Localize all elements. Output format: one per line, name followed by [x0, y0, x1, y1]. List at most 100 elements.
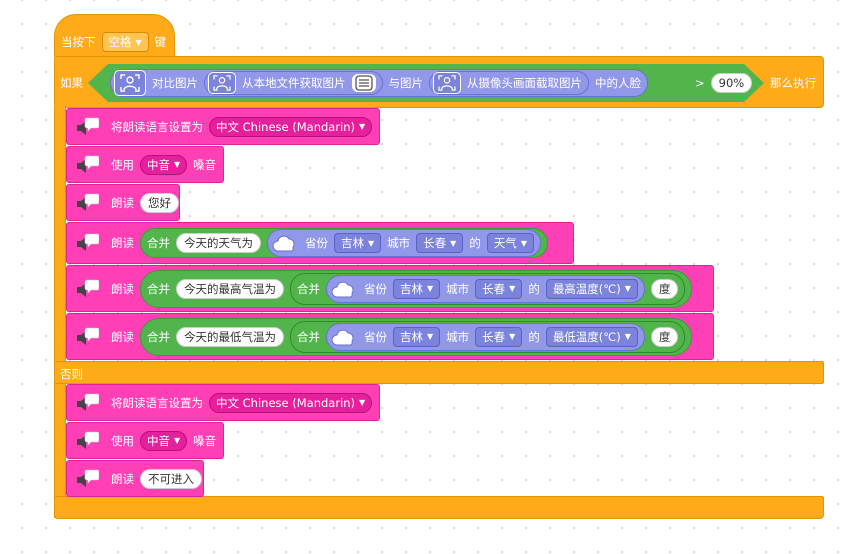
voice-dropdown[interactable]: 中音▼	[140, 154, 188, 175]
join-block[interactable]: 合并 今天的天气为 省份 吉林▼ 城市 长春▼ 的 天气▼	[140, 228, 548, 258]
compare-faces-block[interactable]: 对比图片 从本地文件获取图片 与图片 从摄像头画面截取图片 中的人脸	[110, 69, 648, 97]
hat-suffix: 键	[154, 35, 167, 49]
voice-label: 使用	[111, 433, 134, 448]
voice-suffix: 嗓音	[193, 157, 217, 172]
weather-query-block[interactable]: 省份 吉林▼ 城市 长春▼ 的 天气▼	[267, 229, 541, 257]
province-dropdown[interactable]: 吉林▼	[393, 278, 441, 299]
voice-dropdown[interactable]: 中音▼	[140, 430, 188, 451]
of-label: 的	[469, 236, 481, 250]
caret-down-icon: ▼	[427, 284, 434, 293]
if-label: 如果	[60, 76, 83, 90]
province-label: 省份	[305, 236, 328, 250]
else-voice-block[interactable]: 使用 中音▼ 嗓音	[66, 422, 224, 459]
caret-down-icon: ▼	[359, 122, 366, 131]
speak-text-input[interactable]: 您好	[140, 192, 179, 213]
of-label: 的	[528, 329, 540, 344]
speak-high-temp-block[interactable]: 朗读 合并 今天的最高气温为 合并 省份 吉林▼ 城市 长春▼ 的 最高温度(℃…	[66, 265, 714, 312]
caret-down-icon: ▼	[427, 332, 434, 341]
inner-join-block[interactable]: 合并 省份 吉林▼ 城市 长春▼ 的 最高温度(℃)▼ 度	[290, 272, 686, 305]
city-dropdown[interactable]: 长春▼	[416, 233, 464, 253]
caret-down-icon: ▼	[368, 238, 375, 248]
speaker-bubble-icon	[75, 278, 99, 300]
compare-prefix: 对比图片	[152, 76, 198, 90]
then-label: 那么执行	[770, 76, 816, 90]
unit-text-input[interactable]: 度	[650, 278, 679, 299]
compare-operator: >	[695, 76, 705, 90]
set-language-label: 将朗读语言设置为	[111, 395, 203, 410]
else-set-language-block[interactable]: 将朗读语言设置为 中文 Chinese (Mandarin)▼	[66, 384, 380, 421]
local-file-image-block[interactable]: 从本地文件获取图片	[204, 71, 383, 95]
hat-block[interactable]: 当按下 空格▼ 键	[54, 14, 175, 60]
speak-weather-block[interactable]: 朗读 合并 今天的天气为 省份 吉林▼ 城市 长春▼ 的 天气▼	[66, 222, 574, 264]
compare-suffix: 中的人脸	[595, 76, 641, 90]
of-label: 的	[528, 281, 540, 296]
cloud-icon	[271, 232, 299, 254]
province-dropdown[interactable]: 吉林▼	[393, 326, 441, 347]
join-label: 合并	[147, 236, 170, 250]
province-label: 省份	[364, 281, 387, 296]
speak-text-input[interactable]: 不可进入	[140, 468, 202, 489]
voice-suffix: 嗓音	[193, 433, 217, 448]
language-dropdown[interactable]: 中文 Chinese (Mandarin)▼	[209, 392, 373, 413]
join-block[interactable]: 合并 今天的最低气温为 合并 省份 吉林▼ 城市 长春▼ 的 最低温度(℃)▼ …	[140, 317, 693, 356]
camera-label: 从摄像头画面截取图片	[467, 76, 582, 90]
province-dropdown[interactable]: 吉林▼	[334, 233, 382, 253]
caret-down-icon: ▼	[509, 332, 516, 341]
if-bottom-bar	[54, 496, 824, 519]
else-speak-block[interactable]: 朗读 不可进入	[66, 460, 204, 497]
weather-query-block[interactable]: 省份 吉林▼ 城市 长春▼ 的 最高温度(℃)▼	[326, 274, 645, 303]
caret-down-icon: ▼	[174, 160, 181, 169]
city-dropdown[interactable]: 长春▼	[475, 326, 523, 347]
speak-low-temp-block[interactable]: 朗读 合并 今天的最低气温为 合并 省份 吉林▼ 城市 长春▼ 的 最低温度(℃…	[66, 313, 714, 360]
join-text-input[interactable]: 今天的最低气温为	[176, 326, 284, 347]
caret-down-icon: ▼	[624, 284, 631, 293]
voice-block[interactable]: 使用 中音▼ 嗓音	[66, 146, 224, 183]
face-image-icon	[114, 70, 146, 96]
weather-query-block[interactable]: 省份 吉林▼ 城市 长春▼ 的 最低温度(℃)▼	[326, 322, 645, 351]
face-image-icon	[433, 72, 461, 94]
compare-middle: 与图片	[388, 76, 424, 90]
else-bar	[54, 361, 824, 384]
join-block[interactable]: 合并 今天的最高气温为 合并 省份 吉林▼ 城市 长春▼ 的 最高温度(℃)▼ …	[140, 269, 693, 308]
field-dropdown[interactable]: 天气▼	[486, 233, 534, 253]
caret-down-icon: ▼	[450, 238, 457, 248]
inner-join-block[interactable]: 合并 省份 吉林▼ 城市 长春▼ 的 最低温度(℃)▼ 度	[290, 320, 686, 353]
field-dropdown[interactable]: 最高温度(℃)▼	[545, 278, 638, 299]
cloud-icon	[330, 326, 358, 348]
speaker-bubble-icon	[75, 192, 99, 214]
hat-label: 当按下	[61, 35, 96, 49]
key-dropdown[interactable]: 空格▼	[101, 32, 149, 52]
caret-down-icon: ▼	[359, 398, 366, 407]
speaker-bubble-icon	[75, 430, 99, 452]
set-language-label: 将朗读语言设置为	[111, 119, 203, 134]
file-list-icon	[351, 74, 376, 92]
speaker-bubble-icon	[75, 326, 99, 348]
speak-hello-block[interactable]: 朗读 您好	[66, 184, 180, 221]
city-label: 城市	[446, 329, 470, 344]
speak-label: 朗读	[111, 329, 134, 344]
join-text-input[interactable]: 今天的天气为	[176, 233, 261, 253]
language-dropdown[interactable]: 中文 Chinese (Mandarin)▼	[209, 116, 373, 137]
caret-down-icon: ▼	[520, 238, 527, 248]
unit-text-input[interactable]: 度	[650, 326, 679, 347]
if-left-rail	[54, 106, 66, 518]
speak-label: 朗读	[111, 195, 134, 210]
speaker-bubble-icon	[75, 468, 99, 490]
voice-label: 使用	[111, 157, 134, 172]
field-dropdown[interactable]: 最低温度(℃)▼	[545, 326, 638, 347]
set-language-block[interactable]: 将朗读语言设置为 中文 Chinese (Mandarin)▼	[66, 108, 380, 145]
join-label: 合并	[297, 329, 320, 344]
join-label: 合并	[297, 281, 320, 296]
caret-down-icon: ▼	[135, 37, 142, 47]
cloud-icon	[330, 278, 358, 300]
province-label: 省份	[364, 329, 387, 344]
join-label: 合并	[147, 281, 170, 296]
speaker-bubble-icon	[75, 116, 99, 138]
speaker-bubble-icon	[75, 154, 99, 176]
join-label: 合并	[147, 329, 170, 344]
join-text-input[interactable]: 今天的最高气温为	[176, 278, 284, 299]
threshold-input[interactable]: 90%	[710, 73, 753, 93]
city-dropdown[interactable]: 长春▼	[475, 278, 523, 299]
city-label: 城市	[446, 281, 470, 296]
camera-image-block[interactable]: 从摄像头画面截取图片	[429, 71, 589, 95]
